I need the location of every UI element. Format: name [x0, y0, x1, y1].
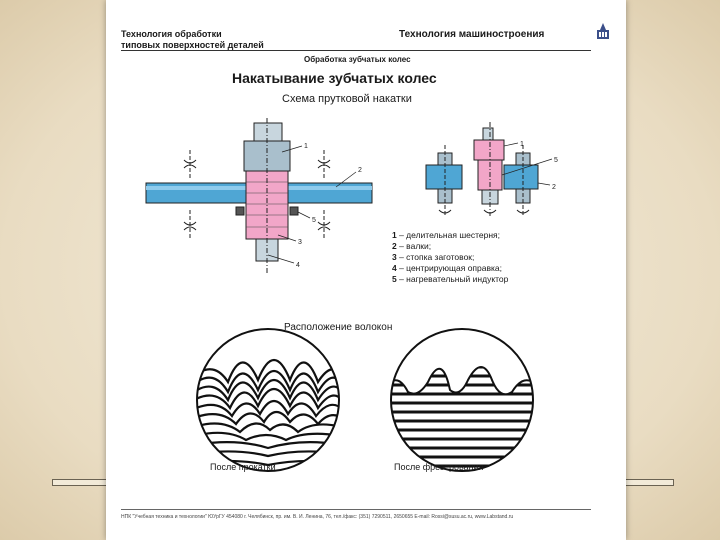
header-left-line1: Технология обработки [121, 29, 222, 39]
callout-right-1: 1 [520, 141, 524, 148]
page-title: Накатывание зубчатых колес [232, 70, 437, 86]
legend-item: 1 – делительная шестерня; [392, 230, 501, 240]
header-left: Технология обработки типовых поверхносте… [121, 29, 264, 51]
legend-item: 2 – валки; [392, 241, 432, 251]
header-right: Технология машиностроения [399, 29, 545, 40]
inductor-right [289, 206, 299, 216]
footer-rule [121, 509, 591, 510]
callout-right-5: 5 [554, 157, 558, 164]
callout-left-2: 2 [358, 167, 362, 174]
header-left-line2: типовых поверхностей деталей [121, 40, 264, 50]
right-roll-left [425, 164, 463, 190]
inductor-left [235, 206, 245, 216]
fibers-title: Расположение волокон [284, 322, 393, 333]
fiber-after-rolling [196, 328, 340, 472]
document-page: Технология обработки типовых поверхносте… [106, 0, 626, 540]
right-scheme [425, 122, 553, 216]
legend-item: 4 – центрирующая оправка; [392, 263, 502, 273]
legend-item: 3 – стопка заготовок; [392, 252, 475, 262]
subtitle: Схема прутковой накатки [282, 93, 412, 105]
callout-left-4: 4 [296, 262, 300, 269]
legend-item: 5 – нагревательный индуктор [392, 274, 509, 284]
right-gear-top [473, 139, 505, 161]
left-scheme [145, 118, 373, 275]
callout-left-1: 1 [304, 143, 308, 150]
caption-after-rolling: После прокатки [210, 462, 276, 472]
callout-right-2: 2 [552, 184, 556, 191]
fiber-after-milling [390, 328, 534, 472]
legend: 1 – делительная шестерня; 2 – валки; 3 –… [392, 230, 508, 285]
roll-axis-left-top [183, 150, 197, 180]
footer: НПК "Учебная техника и технологии" ЮУрГУ… [121, 514, 514, 520]
roll-axis-right-top [317, 150, 331, 180]
university-building-icon [597, 23, 609, 39]
shaft-top [253, 122, 283, 142]
callout-left-3: 3 [298, 239, 302, 246]
rolling-scheme-diagram: 1 2 5 3 4 [145, 118, 558, 472]
callout-left-5: 5 [312, 217, 316, 224]
caption-after-milling: После фрезерования [394, 462, 484, 472]
section-title: Обработка зубчатых колес [304, 55, 411, 64]
header-rule [121, 50, 591, 51]
